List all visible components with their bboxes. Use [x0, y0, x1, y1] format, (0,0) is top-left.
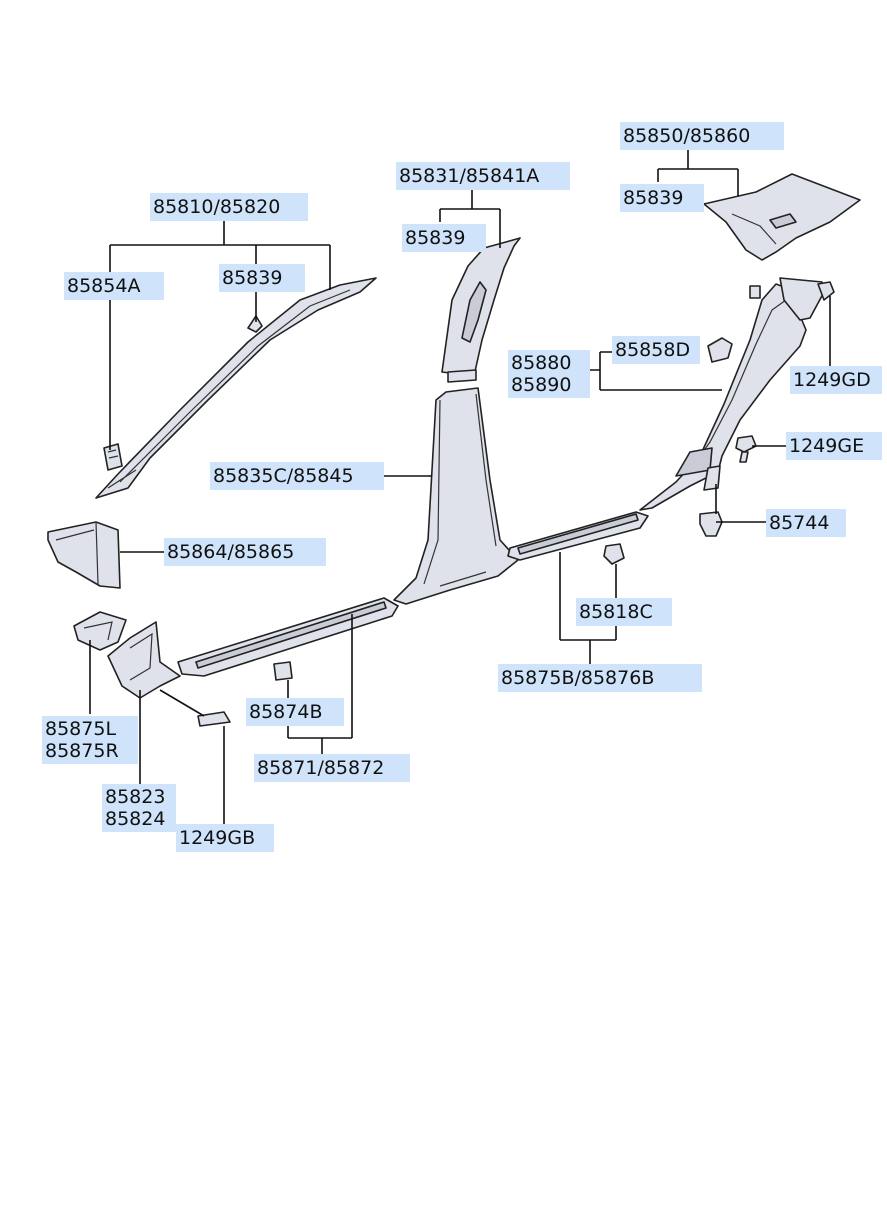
cowl-trim-shape [107, 621, 181, 699]
rear-clip-shape [603, 543, 625, 565]
label-b-pillar-upper-fastener[interactable]: 85839 [402, 224, 486, 252]
label-a-pillar-pair[interactable]: 85810/85820 [150, 193, 308, 221]
label-clip-85858d[interactable]: 85858D [612, 336, 700, 364]
rear-quarter-trim [639, 283, 807, 511]
label-b-pillar-upper-pair[interactable]: 85831/85841A [396, 162, 570, 190]
label-cowl-trim-1: 85823 [105, 786, 166, 808]
label-bracket-l: 85875L [45, 718, 117, 740]
b-pillar-lower-trim [393, 387, 519, 605]
label-c-pillar-pair[interactable]: 85850/85860 [620, 122, 784, 150]
bolt-ge-shape [735, 435, 757, 463]
c-pillar-upper-trim [703, 173, 861, 299]
label-bracket-pair[interactable]: 85875L 85875R [42, 716, 138, 764]
label-kick-panel-pair[interactable]: 85864/85865 [164, 538, 326, 566]
label-bracket-r: 85875R [45, 740, 119, 762]
label-bolt-gd[interactable]: 1249GD [790, 366, 882, 394]
front-clip-shape [273, 661, 293, 681]
front-scuff-plate [177, 597, 399, 677]
push-clip-shape [699, 511, 723, 537]
b-pillar-upper-trim [441, 237, 521, 383]
label-rear-trim-pair[interactable]: 85880 85890 [508, 350, 590, 398]
bolt-gd-shape [779, 277, 835, 321]
screw-gb-shape [197, 711, 231, 727]
label-screw-gb[interactable]: 1249GB [176, 824, 274, 852]
label-front-clip[interactable]: 85874B [246, 698, 344, 726]
a-pillar-fastener-shape [247, 315, 263, 333]
label-bolt-ge[interactable]: 1249GE [786, 432, 882, 460]
label-rear-trim-1: 85880 [511, 352, 572, 374]
label-rear-clip[interactable]: 85818C [576, 598, 672, 626]
bracket-shape [73, 611, 127, 651]
rear-scuff-plate [507, 511, 649, 561]
label-rear-trim-2: 85890 [511, 374, 572, 396]
label-a-pillar-fastener[interactable]: 85839 [219, 264, 305, 292]
label-a-pillar-clip[interactable]: 85854A [64, 272, 164, 300]
label-b-pillar-lower-pair[interactable]: 85835C/85845 [210, 462, 384, 490]
label-c-pillar-fastener[interactable]: 85839 [620, 184, 704, 212]
label-push-clip[interactable]: 85744 [766, 509, 846, 537]
leader-lines [89, 150, 831, 824]
a-pillar-clip-shape [103, 443, 123, 471]
kick-panel [47, 521, 121, 589]
a-pillar-trim [95, 277, 377, 499]
clip-85858d-shape [707, 337, 733, 363]
label-rear-scuff-pair[interactable]: 85875B/85876B [498, 664, 702, 692]
label-cowl-trim-2: 85824 [105, 808, 166, 830]
label-cowl-trim-pair[interactable]: 85823 85824 [102, 784, 176, 832]
label-front-scuff-pair[interactable]: 85871/85872 [254, 754, 410, 782]
